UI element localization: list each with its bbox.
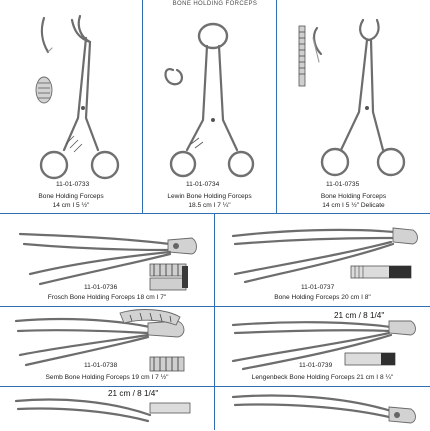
product-size: 18.5 cm I 7 ¼" <box>188 202 231 209</box>
product-code: 11-01-0736 <box>84 284 118 291</box>
forceps-0736-illustration <box>18 232 197 291</box>
divider-row-1 <box>0 213 430 214</box>
product-caption: Semb Bone Holding Forceps 19 cm I 7 ½" <box>45 374 169 381</box>
product-code: 11-01-0739 <box>299 362 333 369</box>
product-caption: Bone Holding Forceps 20 cm I 8" <box>274 294 371 301</box>
forceps-0739-illustration <box>231 320 416 371</box>
product-code: 11-01-0738 <box>84 362 118 369</box>
product-size: 14 cm I 5 ½" <box>52 202 90 209</box>
product-code: 11-01-0737 <box>301 284 335 291</box>
divider-row-3 <box>0 386 430 387</box>
product-caption: Frosch Bone Holding Forceps 18 cm I 7" <box>47 294 167 301</box>
size-label: 21 cm / 8 1/4" <box>334 311 385 320</box>
product-name: Bone Holding Forceps <box>320 193 387 200</box>
product-code: 11-01-0734 <box>186 181 220 188</box>
divider-row-2 <box>0 306 430 307</box>
forceps-partial-right-illustration <box>231 394 416 424</box>
forceps-0737-illustration <box>231 227 418 284</box>
divider-top-left <box>142 0 143 213</box>
product-name: Bone Holding Forceps <box>38 193 104 200</box>
product-caption: Lengenbeck Bone Holding Forceps 21 cm I … <box>251 374 394 381</box>
product-code: 11-01-0735 <box>326 181 360 188</box>
product-size: 14 cm I 5 ½" Delicate <box>322 202 385 209</box>
divider-top-right <box>276 0 277 213</box>
catalog-header: BONE HOLDING FORCEPS <box>172 1 258 7</box>
product-code: 11-01-0733 <box>56 181 90 188</box>
product-name: Lewin Bone Holding Forceps <box>167 193 252 200</box>
divider-middle <box>214 214 215 430</box>
size-label: 21 cm / 8 1/4" <box>108 389 159 398</box>
forceps-0734-illustration <box>164 22 255 178</box>
forceps-0733-illustration <box>35 14 120 180</box>
forceps-0735-illustration <box>298 18 406 177</box>
forceps-0738-illustration <box>14 309 185 372</box>
forceps-partial-left-illustration <box>14 398 191 423</box>
